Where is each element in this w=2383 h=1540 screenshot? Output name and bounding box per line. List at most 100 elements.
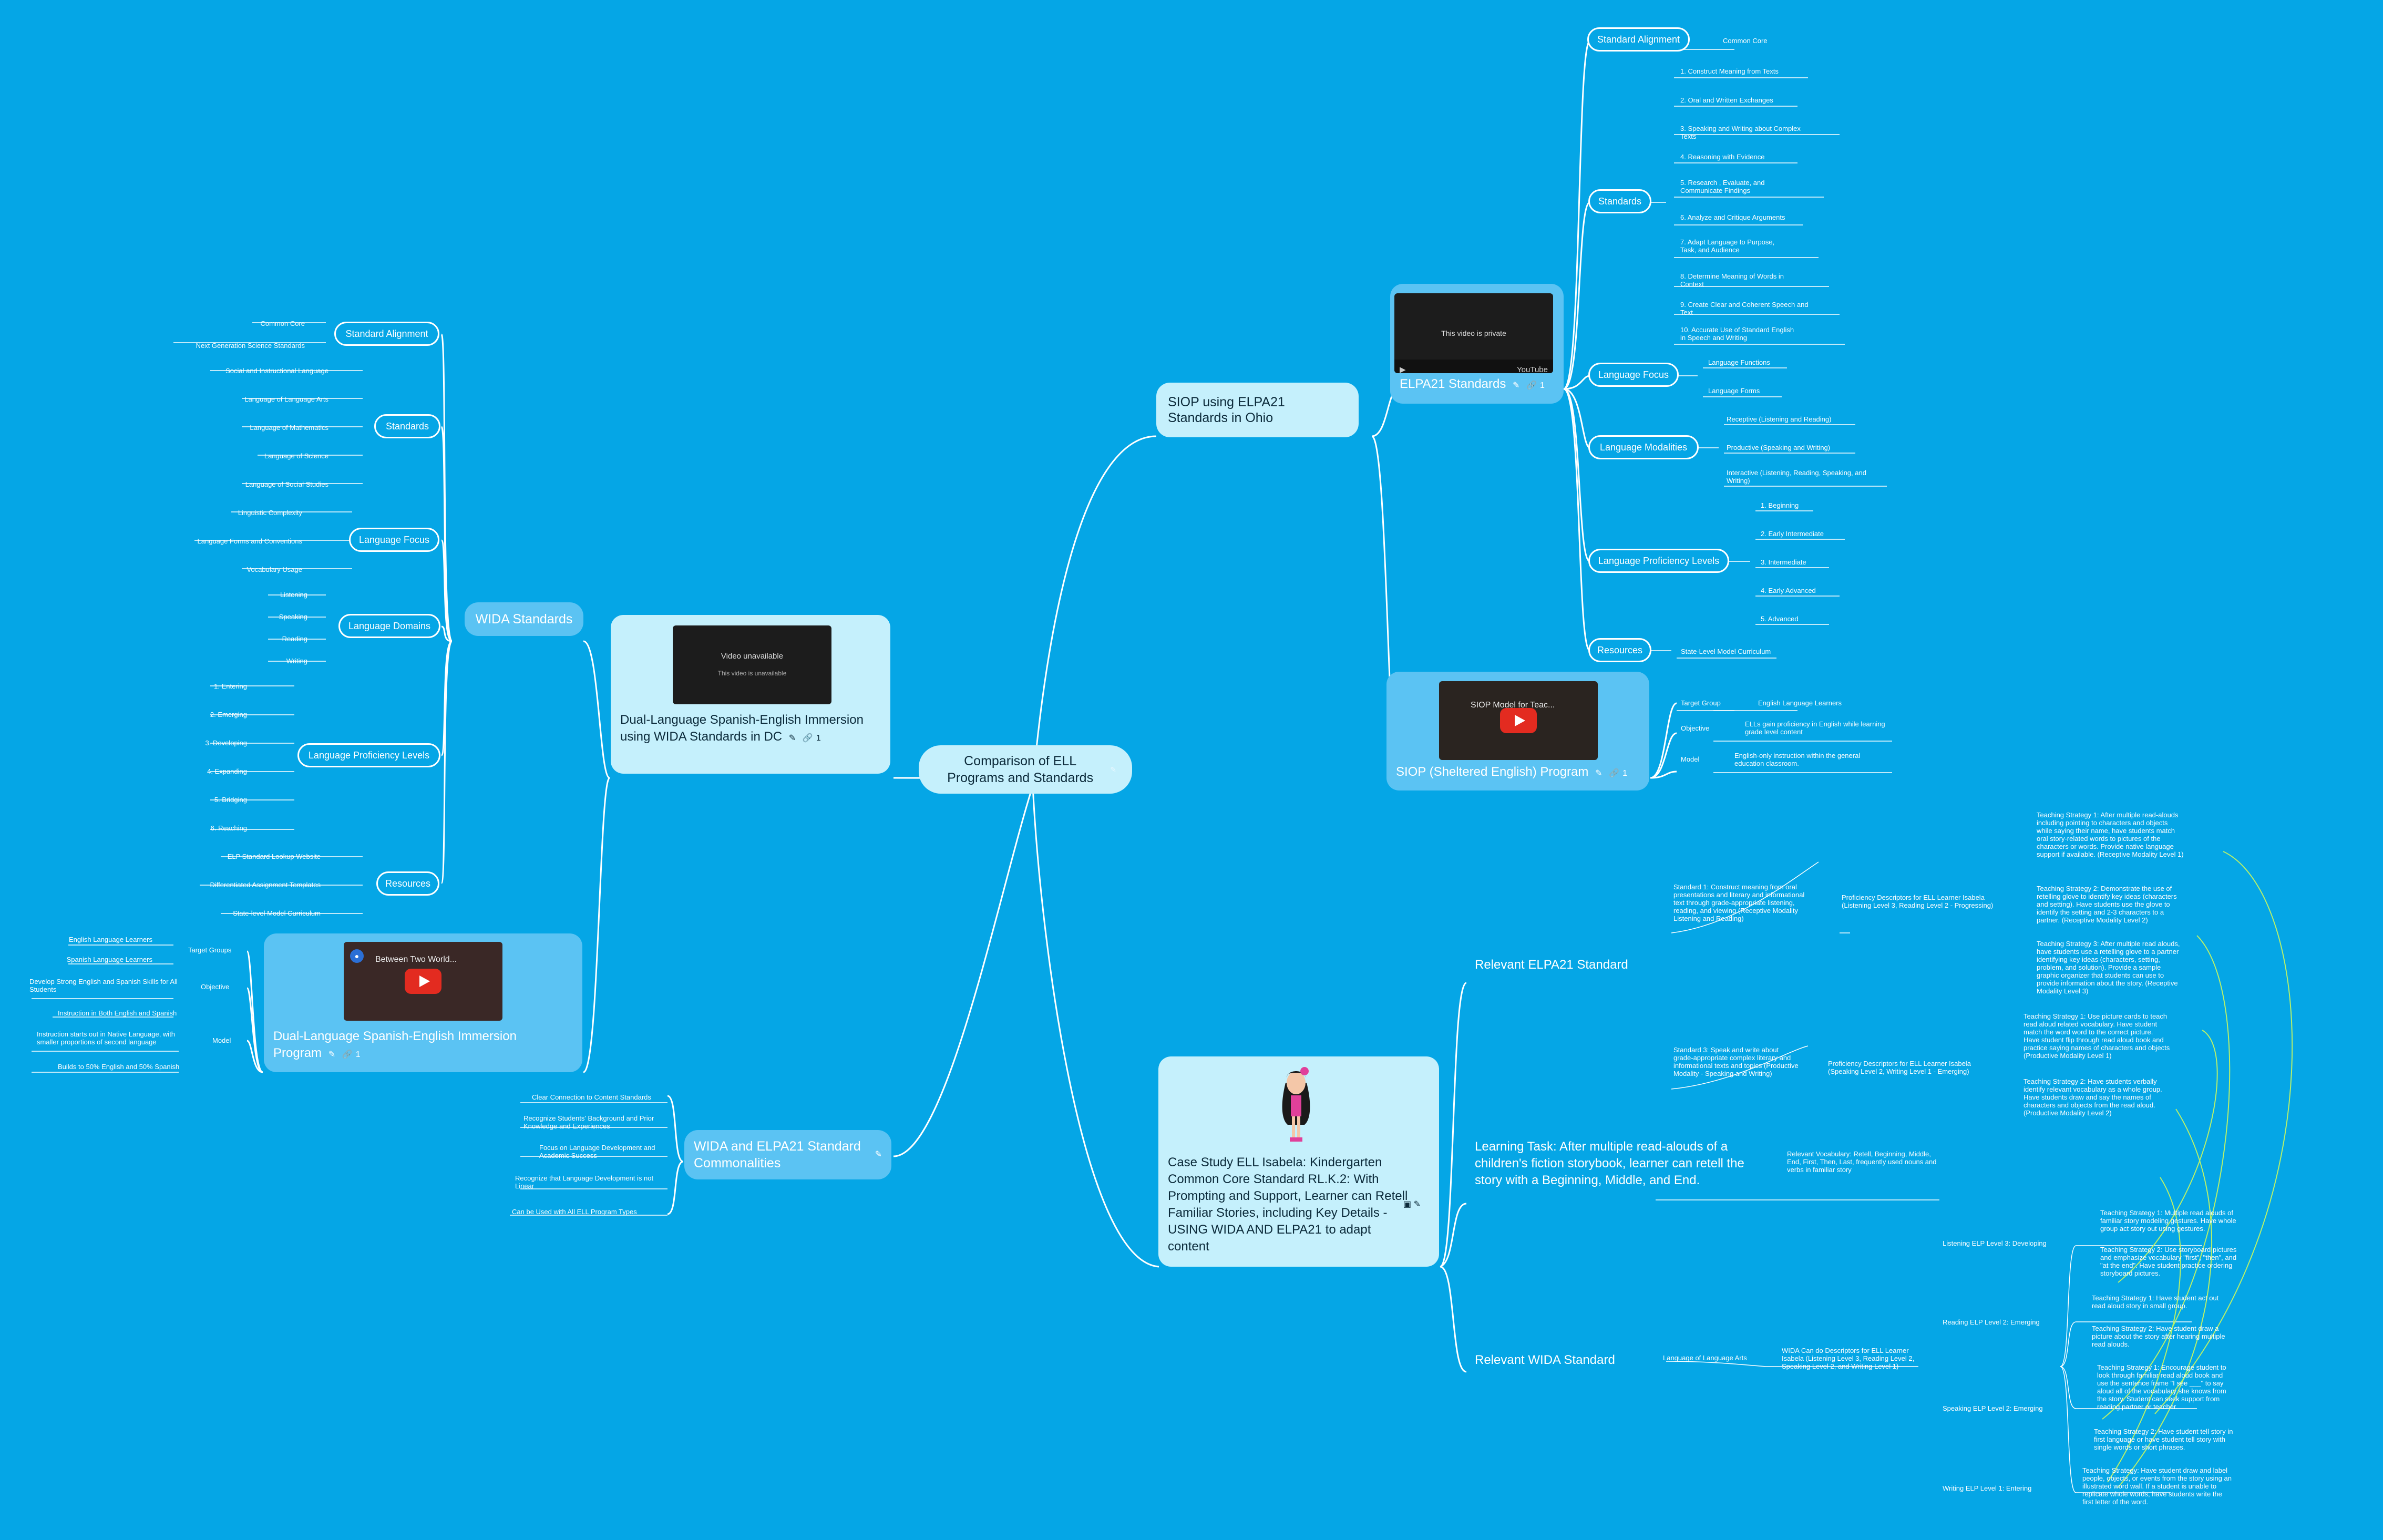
relevant-wida-title[interactable]: Relevant WIDA Standard [1475, 1353, 1615, 1367]
character-illustration [1282, 1067, 1310, 1142]
leaf: Spanish Language Learners [66, 956, 152, 963]
wida-language: Language of Language Arts [1663, 1354, 1747, 1362]
leaf: 4. Reasoning with Evidence [1680, 153, 1765, 161]
elpa21-language-focus[interactable]: Language Focus [1588, 363, 1679, 387]
leaf: 5. Research , Evaluate, and Communicate … [1680, 179, 1765, 194]
siop-row-label: Target Group [1681, 699, 1721, 707]
teaching-strategy: Teaching Strategy 1: Multiple read aloud… [2100, 1209, 2236, 1233]
siop-video[interactable]: SIOP Model for Teac... [1439, 681, 1598, 760]
elpa21-standards[interactable]: Standards [1588, 189, 1651, 213]
elpa21-proficiency-levels[interactable]: Language Proficiency Levels [1588, 549, 1729, 573]
teaching-strategy: Teaching Strategy 2: Demonstrate the use… [2037, 885, 2177, 924]
siop-ohio-topic[interactable]: SIOP using ELPA21 Standards in Ohio [1156, 383, 1359, 437]
leaf: Language of Language Arts [244, 395, 328, 403]
dc-program-card[interactable]: Video unavailable This video is unavaila… [611, 615, 890, 774]
siop-program-card[interactable]: SIOP Model for Teac... SIOP (Sheltered E… [1386, 672, 1649, 790]
root-topic[interactable]: Comparison of ELL Programs and Standards… [919, 745, 1132, 794]
wida-proficiency-levels[interactable]: Language Proficiency Levels [297, 743, 440, 767]
link-icon[interactable]: 🔗 [342, 1050, 353, 1059]
commonalities-title: WIDA and ELPA21 Standard Commonalities [694, 1139, 861, 1171]
leaf: Reading [282, 635, 307, 643]
wida-standards[interactable]: Standards [374, 414, 440, 438]
teaching-strategy: Teaching Strategy 2: Use storyboard pict… [2100, 1246, 2237, 1277]
leaf: 1. Construct Meaning from Texts [1680, 67, 1779, 75]
leaf: Vocabulary Usage [246, 566, 302, 573]
siop-row-value: English-only instruction within the gene… [1734, 752, 1861, 767]
leaf: Language of Social Studies [245, 480, 328, 488]
dual-model: Model [212, 1036, 231, 1044]
play-icon[interactable]: ▶ [1400, 365, 1406, 373]
listening-level: Listening ELP Level 3: Developing [1943, 1239, 2047, 1247]
dual-video[interactable]: ● Between Two World... [344, 942, 502, 1021]
siop-video-title: SIOP Model for Teac... [1471, 701, 1555, 710]
elpa21-language-modalities[interactable]: Language Modalities [1588, 435, 1699, 459]
writing-level: Writing ELP Level 1: Entering [1943, 1484, 2032, 1492]
dc-video[interactable]: Video unavailable This video is unavaila… [673, 625, 831, 704]
wida-title: WIDA Standards [475, 611, 573, 627]
youtube-play-icon[interactable] [405, 969, 441, 994]
leaf: 1. Beginning [1761, 501, 1799, 509]
wida-standard-alignment[interactable]: Standard Alignment [334, 322, 439, 346]
leaf: 7. Adapt Language to Purpose, Task, and … [1680, 238, 1775, 254]
link-icon[interactable]: 🔗 [1609, 769, 1620, 778]
leaf: 10. Accurate Use of Standard English in … [1680, 326, 1794, 342]
channel-icon: ● [350, 949, 364, 963]
youtube-brand: YouTube [1517, 365, 1548, 373]
teaching-strategy: Teaching Strategy 2: Have student draw a… [2092, 1325, 2225, 1348]
dual-target-groups: Target Groups [188, 946, 232, 954]
leaf: Language of Science [264, 452, 328, 460]
wida-topic[interactable]: WIDA Standards [465, 602, 583, 636]
note-icon: ✎ [328, 1050, 336, 1059]
wida-resources[interactable]: Resources [376, 871, 439, 896]
teaching-strategy: Teaching Strategy 2: Have student tell s… [2094, 1428, 2233, 1451]
elpa21-title: ELPA21 Standards [1400, 377, 1506, 391]
link-icon[interactable]: 🔗 [802, 734, 813, 743]
wida-language-focus[interactable]: Language Focus [349, 528, 439, 552]
leaf: Speaking [279, 613, 307, 621]
leaf: 3. Developing [205, 739, 248, 747]
leaf: English Language Learners [68, 936, 152, 943]
leaf: 2. Oral and Written Exchanges [1680, 96, 1773, 104]
elpa21-resources[interactable]: Resources [1588, 638, 1651, 662]
elpa21-standard-alignment[interactable]: Standard Alignment [1587, 27, 1690, 52]
teaching-strategy: Teaching Strategy 3: After multiple read… [2037, 940, 2180, 995]
leaf: Common Core [1723, 37, 1768, 45]
leaf: Can be Used with All ELL Program Types [512, 1208, 637, 1216]
learning-task-title[interactable]: Learning Task: After multiple read-aloud… [1475, 1139, 1744, 1187]
note-icon: ✎ [1595, 769, 1603, 778]
leaf: Builds to 50% English and 50% Spanish [58, 1063, 180, 1071]
standard-1: Standard 1: Construct meaning from oral … [1673, 883, 1805, 922]
leaf: 3. Speaking and Writing about Complex Te… [1680, 125, 1801, 140]
root-title: Comparison of ELL Programs and Standards [947, 754, 1094, 785]
relevant-elpa21-title[interactable]: Relevant ELPA21 Standard [1475, 958, 1628, 972]
speaking-level: Speaking ELP Level 2: Emerging [1943, 1404, 2043, 1412]
leaf: Instruction in Both English and Spanish [58, 1009, 177, 1017]
dual-objective: Objective [201, 983, 230, 991]
siop-row-label: Objective [1681, 724, 1710, 732]
case-study-card[interactable]: Case Study ELL Isabela: Kindergarten Com… [1158, 1056, 1439, 1267]
leaf: Develop Strong English and Spanish Skill… [29, 978, 178, 993]
video-message: This video is private [1441, 329, 1506, 337]
link-icon[interactable]: 🔗 [1526, 381, 1537, 390]
elpa21-card[interactable]: This video is private ▶ YouTube ELPA21 S… [1390, 284, 1564, 404]
leaf: Language of Mathematics [250, 424, 328, 432]
leaf: State-level Model Curriculum [233, 909, 321, 917]
note-icon: ✎ [1413, 1200, 1421, 1209]
leaf: 6. Reaching [210, 824, 247, 832]
leaf: 2. Early Intermediate [1761, 530, 1824, 538]
note-icon: ✎ [1110, 765, 1116, 774]
leaf: 5. Advanced [1761, 615, 1799, 623]
youtube-play-icon[interactable] [1500, 708, 1537, 733]
elpa21-video[interactable]: This video is private ▶ YouTube [1394, 293, 1553, 373]
commonalities-topic[interactable]: WIDA and ELPA21 Standard Commonalities✎ [684, 1130, 891, 1179]
leaf: ELP Standard Lookup Website [227, 853, 321, 860]
video-message: Video unavailable [721, 652, 784, 661]
dual-program-card[interactable]: ● Between Two World... Dual-Language Spa… [264, 933, 582, 1072]
leaf: Common Core [260, 320, 305, 327]
leaf: 5. Bridging [214, 796, 247, 804]
leaf: 9. Create Clear and Coherent Speech and … [1680, 301, 1809, 316]
leaf: Writing [286, 657, 307, 665]
wida-language-domains[interactable]: Language Domains [338, 614, 440, 638]
leaf: 3. Intermediate [1761, 558, 1806, 566]
